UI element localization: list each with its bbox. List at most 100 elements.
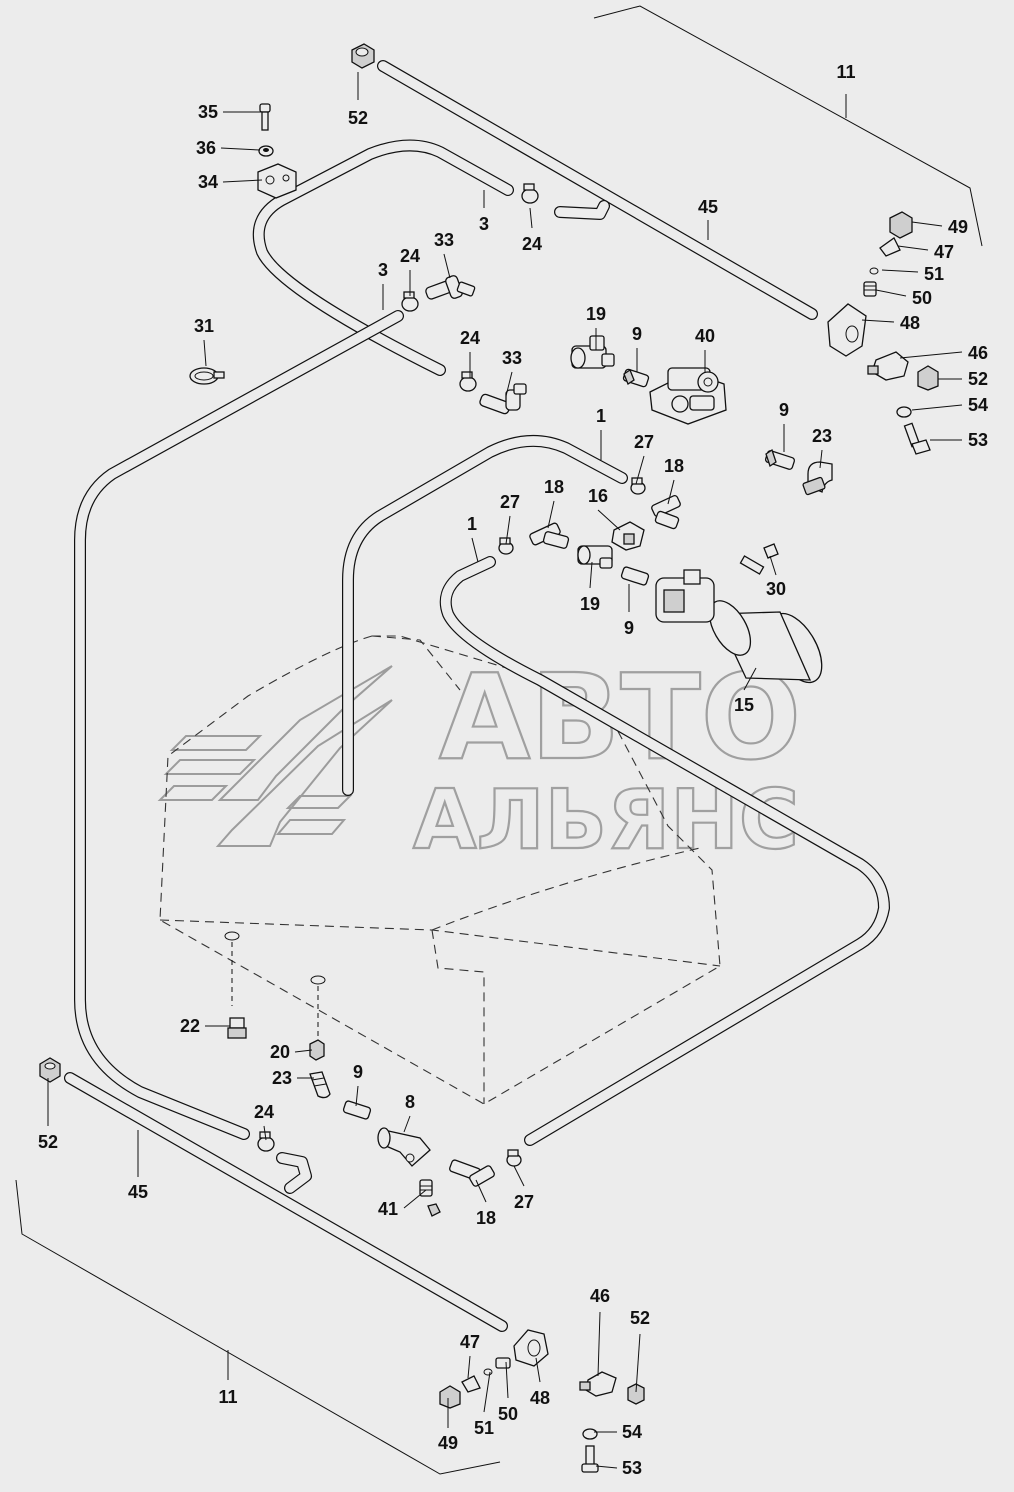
callout-leader	[769, 555, 777, 576]
callout-c-52-top: 52	[348, 72, 368, 128]
callout-c-9-a: 9	[632, 324, 642, 372]
callout-c-23-top: 23	[812, 426, 832, 469]
callout-c-40: 40	[695, 326, 715, 372]
callout-leader	[911, 404, 963, 411]
nut-49-top	[889, 211, 913, 239]
callout-leader	[403, 1189, 427, 1209]
callout-leader	[529, 207, 533, 229]
pipe-1-lower	[439, 556, 890, 1146]
callout-label: 15	[734, 695, 754, 715]
bolt-53-bottom	[581, 1445, 599, 1473]
callout-c-34: 34	[198, 172, 263, 192]
callout-c-47-bot: 47	[460, 1332, 480, 1379]
callout-label: 45	[698, 197, 718, 217]
connector-9-a	[622, 368, 650, 388]
callout-label: 18	[544, 477, 564, 497]
pipe-45-upper	[377, 60, 818, 320]
solenoid-valve-40	[649, 367, 727, 425]
callout-c-52-left: 52	[38, 1078, 58, 1152]
callout-label: 31	[194, 316, 214, 336]
callout-label: 54	[622, 1422, 642, 1442]
callout-c-33-top: 33	[434, 230, 454, 279]
callout-label: 52	[38, 1132, 58, 1152]
callout-c-41: 41	[378, 1189, 427, 1219]
callout-leader	[443, 253, 451, 279]
callout-c-46-top: 46	[899, 343, 988, 363]
watermark-logo	[157, 665, 393, 847]
callout-label: 23	[812, 426, 832, 446]
callout-c-15: 15	[734, 667, 757, 715]
fitting-47-bottom	[461, 1375, 481, 1393]
callout-c-52-bot: 52	[630, 1308, 650, 1393]
callout-leader	[589, 561, 593, 589]
tank-port-opening-1	[224, 931, 240, 941]
callout-label: 51	[474, 1418, 494, 1438]
elbow-23-bottom	[309, 1071, 331, 1099]
pipe-45-stub-bottom	[276, 1152, 312, 1194]
callout-label: 52	[348, 108, 368, 128]
callout-c-51-top: 51	[881, 264, 944, 284]
callout-c-1-mid: 1	[467, 514, 479, 563]
callout-label: 33	[502, 348, 522, 368]
callout-leader	[861, 319, 895, 323]
coupling-16	[611, 521, 645, 551]
callout-c-47-top: 47	[897, 242, 954, 262]
callout-leader	[505, 1361, 509, 1399]
callout-c-50-bot: 50	[498, 1361, 518, 1424]
callout-label: 40	[695, 326, 715, 346]
callout-leader	[203, 339, 207, 367]
nut-49-bottom	[439, 1385, 461, 1409]
callout-leader	[597, 509, 621, 531]
callout-c-35: 35	[198, 102, 262, 122]
callout-leader	[535, 1357, 541, 1383]
hose-clamp-24-b	[401, 291, 419, 312]
callout-label: 24	[254, 1102, 274, 1122]
callout-c-1-top: 1	[596, 406, 606, 460]
pipe-45-lower	[64, 1072, 508, 1332]
callout-leader	[547, 500, 555, 529]
o-ring-51-top	[869, 267, 879, 275]
callout-label: 48	[900, 313, 920, 333]
callout-label: 30	[766, 579, 786, 599]
callout-leader	[819, 449, 823, 469]
callout-c-24-d: 24	[254, 1102, 274, 1141]
callout-label: 49	[438, 1433, 458, 1453]
callout-c-9-c: 9	[624, 584, 634, 638]
callout-label: 54	[968, 395, 988, 415]
callout-leader	[294, 1049, 313, 1053]
callout-c-20: 20	[270, 1042, 313, 1062]
nut-52-bottom	[627, 1383, 645, 1405]
callout-label: 24	[522, 234, 542, 254]
nut-52-left	[39, 1057, 61, 1083]
callout-label: 24	[400, 246, 420, 266]
callout-label: 52	[968, 369, 988, 389]
fitting-46-bottom	[579, 1371, 617, 1397]
callout-c-49-top: 49	[911, 217, 968, 237]
callout-label: 22	[180, 1016, 200, 1036]
callout-leader	[355, 1085, 359, 1107]
drain-41	[419, 1179, 441, 1217]
callout-label: 46	[590, 1286, 610, 1306]
hose-clamp-27-a	[630, 477, 646, 495]
callout-label: 20	[270, 1042, 290, 1062]
callout-leader	[467, 1355, 471, 1379]
assembly-bracket-bottom	[15, 1179, 501, 1475]
callout-c-16: 16	[588, 486, 621, 531]
callout-label: 11	[836, 62, 855, 82]
callout-c-11-bot: 11	[218, 1350, 238, 1407]
callout-c-53-bot: 53	[595, 1458, 642, 1478]
callout-leader	[899, 351, 963, 359]
elbow-fitting-18-a	[651, 494, 681, 530]
callout-label: 24	[460, 328, 480, 348]
callout-leader	[595, 1465, 618, 1469]
pipe-3-return	[74, 310, 404, 1140]
callout-label: 45	[128, 1182, 148, 1202]
callout-c-18-b: 18	[544, 477, 564, 529]
callout-c-11-top: 11	[836, 62, 856, 118]
callout-label: 46	[968, 343, 988, 363]
bolt-35	[259, 103, 271, 131]
callout-leader	[875, 289, 907, 297]
callout-leader	[220, 147, 261, 151]
